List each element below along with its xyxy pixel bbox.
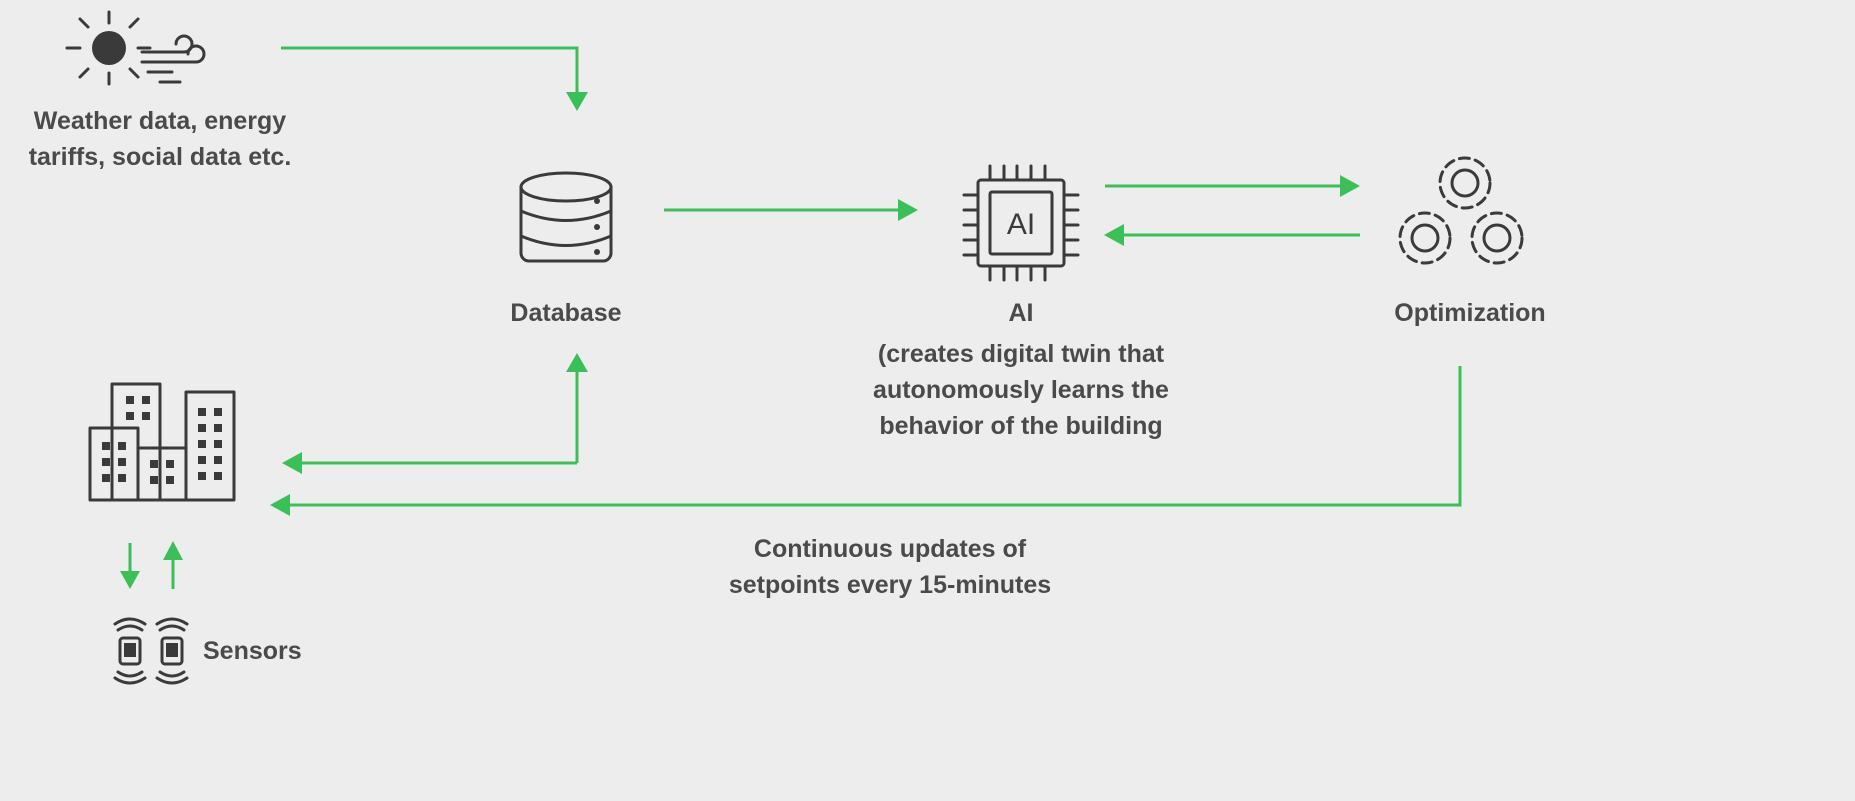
ai-description: (creates digital twin that autonomously …	[856, 336, 1186, 444]
ai-description-line: behavior of the building	[879, 412, 1163, 440]
weather-label-line: tariffs, social data etc.	[28, 143, 292, 171]
ai-chip-text: AI	[1007, 208, 1035, 241]
optimization-label: Optimization	[1394, 299, 1546, 327]
gears-icon	[1398, 156, 1524, 265]
arrow-buildings-to-database	[566, 353, 588, 463]
arrow-database-to-buildings	[282, 452, 577, 474]
arrow-weather-to-database	[281, 46, 588, 111]
arrow-database-to-ai	[664, 199, 918, 221]
ai-description-line: (creates digital twin that	[877, 340, 1165, 368]
database-icon	[519, 171, 613, 263]
arrow-ai-to-optimization	[1105, 175, 1360, 197]
ai-description-line: autonomously learns the	[873, 376, 1169, 404]
sensors-label: Sensors	[203, 637, 302, 665]
updates-label: Continuous updates of setpoints every 15…	[715, 531, 1065, 603]
buildings-icon	[88, 382, 236, 502]
ai-label: AI	[1008, 299, 1034, 327]
building-windows	[102, 396, 222, 484]
arrow-sensors-to-building	[163, 541, 183, 589]
weather-label: Weather data, energy tariffs, social dat…	[10, 103, 310, 175]
database-label: Database	[510, 299, 622, 327]
sensor-icon	[113, 617, 147, 685]
updates-label-line: setpoints every 15-minutes	[728, 571, 1052, 599]
weather-label-line: Weather data, energy	[33, 107, 287, 135]
updates-label-line: Continuous updates of	[753, 535, 1027, 563]
arrow-building-to-sensors	[120, 543, 140, 589]
arrow-optimization-to-ai	[1104, 224, 1360, 246]
ai-chip-icon: AI	[962, 164, 1080, 282]
sensor-icon	[155, 617, 189, 685]
arrow-optimization-to-buildings	[270, 366, 1462, 516]
sun-wind-icon	[65, 10, 206, 86]
